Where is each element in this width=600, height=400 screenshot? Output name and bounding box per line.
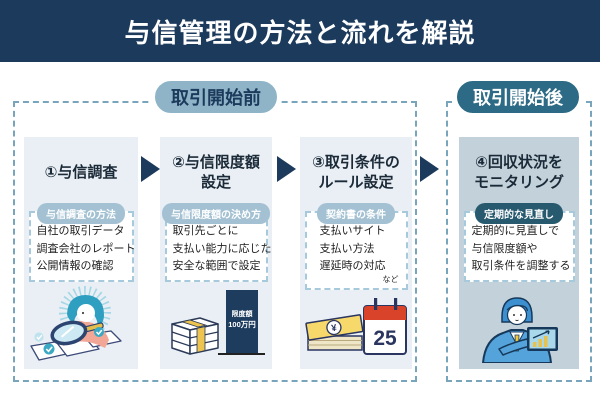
yen-bill-icon: ¥	[305, 314, 364, 352]
note-line: 支払い能力に応じた	[172, 242, 272, 255]
note-line: 支払い方法	[319, 242, 375, 255]
method-badge: 定期的な見直し	[475, 203, 563, 224]
title-banner: 与信管理の方法と流れを解説	[0, 0, 600, 62]
calendar-icon: 25	[363, 298, 407, 356]
flow-arrow-2	[277, 156, 296, 182]
step-card-credit-check: ①与信調査 与信調査の方法 自社の取引データ 調査会社のレポート 公開情報の確認	[24, 137, 138, 369]
page-title: 与信管理の方法と流れを解説	[124, 17, 476, 48]
step-card-monitoring: ④回収状況を モニタリング 定期的な見直し 定期的に見直しで 与信限度額や 取引…	[459, 137, 579, 369]
note-line: 調査会社のレポート	[36, 242, 136, 255]
step-title-line2: ルール設定	[318, 174, 394, 191]
note-line: 自社の取引データ	[36, 225, 125, 237]
note-line: 取引先ごとに	[172, 225, 239, 237]
step-title: ④回収状況を モニタリング	[474, 150, 564, 196]
note-line: 与信限度額や	[471, 242, 538, 255]
note-line: 定期的に見直しで	[471, 225, 560, 237]
method-note-box: 定期的な見直し 定期的に見直しで 与信限度額や 取引条件を調整する	[463, 203, 575, 282]
method-badge: 与信調査の方法	[37, 203, 125, 224]
step-title: ③取引条件の ルール設定	[312, 150, 400, 196]
note-line: 支払いサイト	[319, 225, 386, 237]
calendar-day: 25	[373, 327, 397, 350]
method-note-box: 契約書の条件 支払いサイト 支払い方法 遅延時の対応 など	[304, 203, 408, 290]
businessman-tablet-icon	[482, 297, 558, 364]
method-note-box: 与信限度額の決め方 取引先ごとに 支払い能力に応じた 安全な範囲で設定	[162, 203, 272, 282]
step-title-line1: ①与信調査	[44, 163, 118, 181]
credit-limit-illustration: 限度額 100万円	[160, 282, 272, 369]
step-card-trade-terms: ③取引条件の ルール設定 契約書の条件 支払いサイト 支払い方法 遅延時の対応 …	[300, 137, 412, 369]
note-suffix: など	[382, 274, 399, 284]
limit-bar-label-2: 100万円	[228, 320, 256, 329]
credit-check-illustration	[24, 282, 138, 369]
step-title: ②与信限度額 設定	[172, 150, 260, 196]
step-card-credit-limit: ②与信限度額 設定 与信限度額の決め方 取引先ごとに 支払い能力に応じた 安全な…	[160, 137, 272, 369]
method-badge: 与信限度額の決め方	[162, 203, 270, 224]
limit-bar	[226, 290, 258, 355]
flow-arrow-3	[420, 156, 439, 182]
phase-label-after-trade: 取引開始後	[452, 76, 584, 118]
method-badge: 契約書の条件	[317, 203, 395, 224]
money-stack-limit-bar-icon: 限度額 100万円	[171, 290, 265, 356]
flow-arrow-1	[141, 156, 160, 182]
note-line: 遅延時の対応	[319, 260, 386, 273]
method-note-box: 与信調査の方法 自社の取引データ 調査会社のレポート 公開情報の確認	[28, 203, 136, 282]
yen-symbol: ¥	[331, 323, 339, 335]
tablet-chart-icon	[527, 327, 558, 352]
limit-bar-label-1: 限度額	[232, 309, 253, 318]
note-line: 取引条件を調整する	[471, 260, 571, 273]
step-title-line1: ④回収状況を	[475, 153, 563, 171]
phase-label-before-trade: 取引開始前	[150, 76, 282, 118]
step-title-line1: ③取引条件の	[312, 153, 400, 171]
note-line: 安全な範囲で設定	[172, 260, 261, 273]
step-title-line2: モニタリング	[473, 174, 564, 191]
payment-terms-illustration: 25 ¥	[300, 290, 412, 369]
yen-bill-calendar-icon: 25 ¥	[305, 298, 407, 356]
step-title: ①与信調査	[45, 150, 118, 196]
monitoring-illustration	[459, 282, 579, 369]
note-line: 公開情報の確認	[36, 260, 114, 273]
step-title-line1: ②与信限度額	[172, 153, 260, 171]
magnifier-woman-icon	[30, 286, 122, 362]
step-title-line2: 設定	[200, 174, 231, 191]
